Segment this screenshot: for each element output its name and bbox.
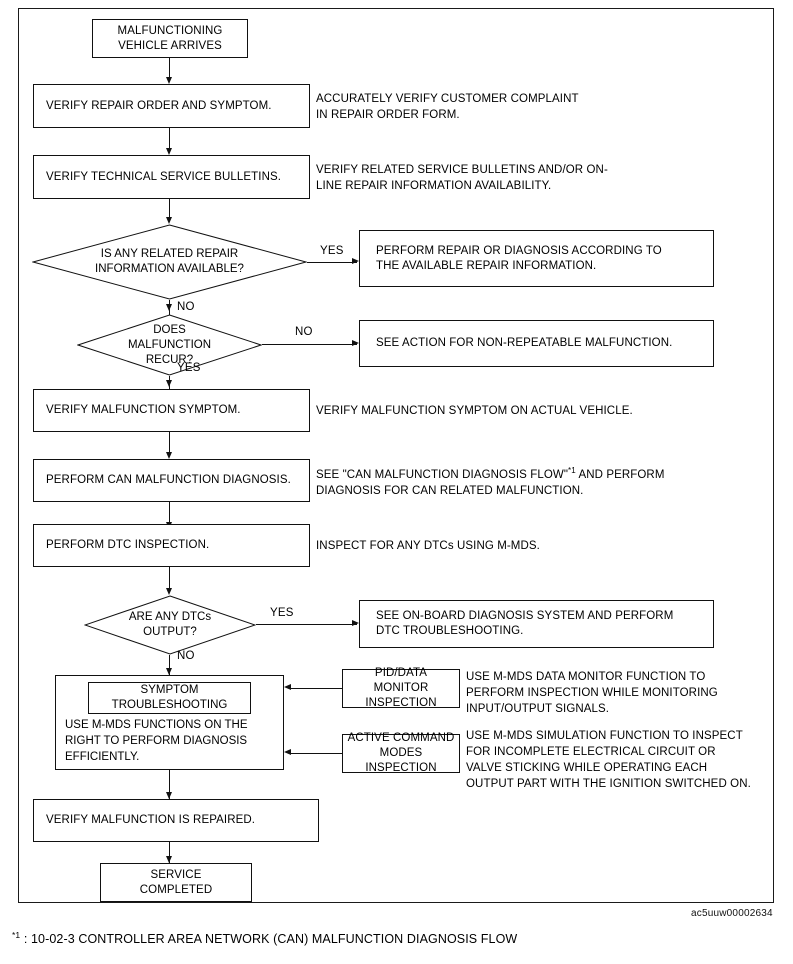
connector-info-yes	[307, 262, 357, 263]
note-pid-data-monitor: USE M-MDS DATA MONITOR FUNCTION TO PERFO…	[466, 671, 718, 715]
arrowhead-left	[284, 684, 291, 690]
arrowhead-right	[352, 620, 359, 626]
arrowhead-left	[284, 749, 291, 755]
arrowhead-right	[352, 340, 359, 346]
connector-tsb-to-decision	[169, 199, 170, 217]
figure-code: ac5uuw00002634	[691, 908, 773, 919]
connector-symptom-to-repaired	[169, 770, 170, 799]
node-service-completed: SERVICE COMPLETED	[100, 863, 252, 902]
arrowhead-down	[166, 856, 172, 863]
arrowhead-down	[166, 217, 172, 224]
note-can-line1-a: SEE "CAN MALFUNCTION DIAGNOSIS FLOW"	[316, 468, 569, 481]
arrowhead-right	[352, 258, 359, 264]
connector-pid-to-symptom	[291, 688, 342, 689]
arrowhead-down	[166, 77, 172, 84]
footnote-marker: *1	[12, 930, 21, 940]
connector-can-to-dtc	[169, 502, 170, 522]
arrowhead-down	[166, 668, 172, 675]
connector-start-to-repair-order	[169, 58, 170, 77]
note-can: SEE "CAN MALFUNCTION DIAGNOSIS FLOW"*1 A…	[316, 463, 776, 499]
connector-symptom-to-can	[169, 432, 170, 452]
node-symptom-troubleshooting-title: SYMPTOM TROUBLESHOOTING	[88, 682, 251, 714]
node-pid-data-monitor: PID/DATA MONITOR INSPECTION	[342, 667, 460, 709]
branch-label-info-yes: YES	[320, 245, 344, 257]
footnote: *1 : 10-02-3 CONTROLLER AREA NETWORK (CA…	[12, 930, 517, 946]
connector-recur-no	[262, 344, 357, 345]
decision-malfunction-recur: DOES MALFUNCTION RECUR?	[77, 314, 262, 376]
arrowhead-down	[166, 148, 172, 155]
node-verify-tsb: VERIFY TECHNICAL SERVICE BULLETINS.	[33, 155, 310, 199]
node-onboard-diagnosis: SEE ON-BOARD DIAGNOSIS SYSTEM AND PERFOR…	[359, 600, 714, 648]
page-border	[18, 8, 774, 903]
branch-label-info-no: NO	[177, 301, 195, 313]
node-verify-symptom: VERIFY MALFUNCTION SYMPTOM.	[33, 389, 310, 432]
connector-dtc-to-decision	[169, 567, 170, 588]
node-perform-can: PERFORM CAN MALFUNCTION DIAGNOSIS.	[33, 459, 310, 502]
node-verify-repaired: VERIFY MALFUNCTION IS REPAIRED.	[33, 799, 319, 842]
note-active-command-modes: USE M-MDS SIMULATION FUNCTION TO INSPECT…	[466, 730, 751, 790]
connector-dtc-yes	[256, 624, 357, 625]
connector-repair-order-to-tsb	[169, 128, 170, 148]
node-symptom-troubleshooting-body: USE M-MDS FUNCTIONS ON THE RIGHT TO PERF…	[65, 719, 248, 763]
arrowhead-down	[166, 380, 172, 387]
branch-label-dtc-no: NO	[177, 650, 195, 662]
arrowhead-down	[166, 304, 172, 311]
connector-active-to-symptom	[291, 753, 342, 754]
branch-label-recur-yes: YES	[177, 362, 201, 374]
decision-info-available: IS ANY RELATED REPAIR INFORMATION AVAILA…	[32, 224, 307, 300]
branch-label-dtc-yes: YES	[270, 607, 294, 619]
node-perform-repair: PERFORM REPAIR OR DIAGNOSIS ACCORDING TO…	[359, 230, 714, 287]
node-non-repeatable: SEE ACTION FOR NON-REPEATABLE MALFUNCTIO…	[359, 320, 714, 367]
note-can-footnote-marker: *1	[568, 466, 576, 475]
arrowhead-down	[166, 588, 172, 595]
note-can-line1-b: AND PERFORM	[575, 468, 665, 481]
note-can-line2: DIAGNOSIS FOR CAN RELATED MALFUNCTION.	[316, 484, 584, 497]
arrowhead-down	[166, 792, 172, 799]
decision-dtcs-output: ARE ANY DTCs OUTPUT?	[84, 595, 256, 655]
footnote-text: : 10-02-3 CONTROLLER AREA NETWORK (CAN) …	[23, 932, 518, 947]
note-repair-order: ACCURATELY VERIFY CUSTOMER COMPLAINT IN …	[316, 93, 579, 121]
node-start: MALFUNCTIONING VEHICLE ARRIVES	[92, 19, 248, 58]
note-tsb: VERIFY RELATED SERVICE BULLETINS AND/OR …	[316, 164, 608, 192]
note-dtc: INSPECT FOR ANY DTCs USING M-MDS.	[316, 540, 540, 552]
node-active-command-modes: ACTIVE COMMAND MODES INSPECTION	[342, 732, 460, 774]
note-verify-symptom: VERIFY MALFUNCTION SYMPTOM ON ACTUAL VEH…	[316, 405, 633, 417]
branch-label-recur-no: NO	[295, 326, 313, 338]
node-verify-repair-order: VERIFY REPAIR ORDER AND SYMPTOM.	[33, 84, 310, 128]
connector-dtc-no	[169, 655, 170, 675]
connector-repaired-to-completed	[169, 842, 170, 863]
node-perform-dtc: PERFORM DTC INSPECTION.	[33, 524, 310, 567]
arrowhead-down	[166, 452, 172, 459]
